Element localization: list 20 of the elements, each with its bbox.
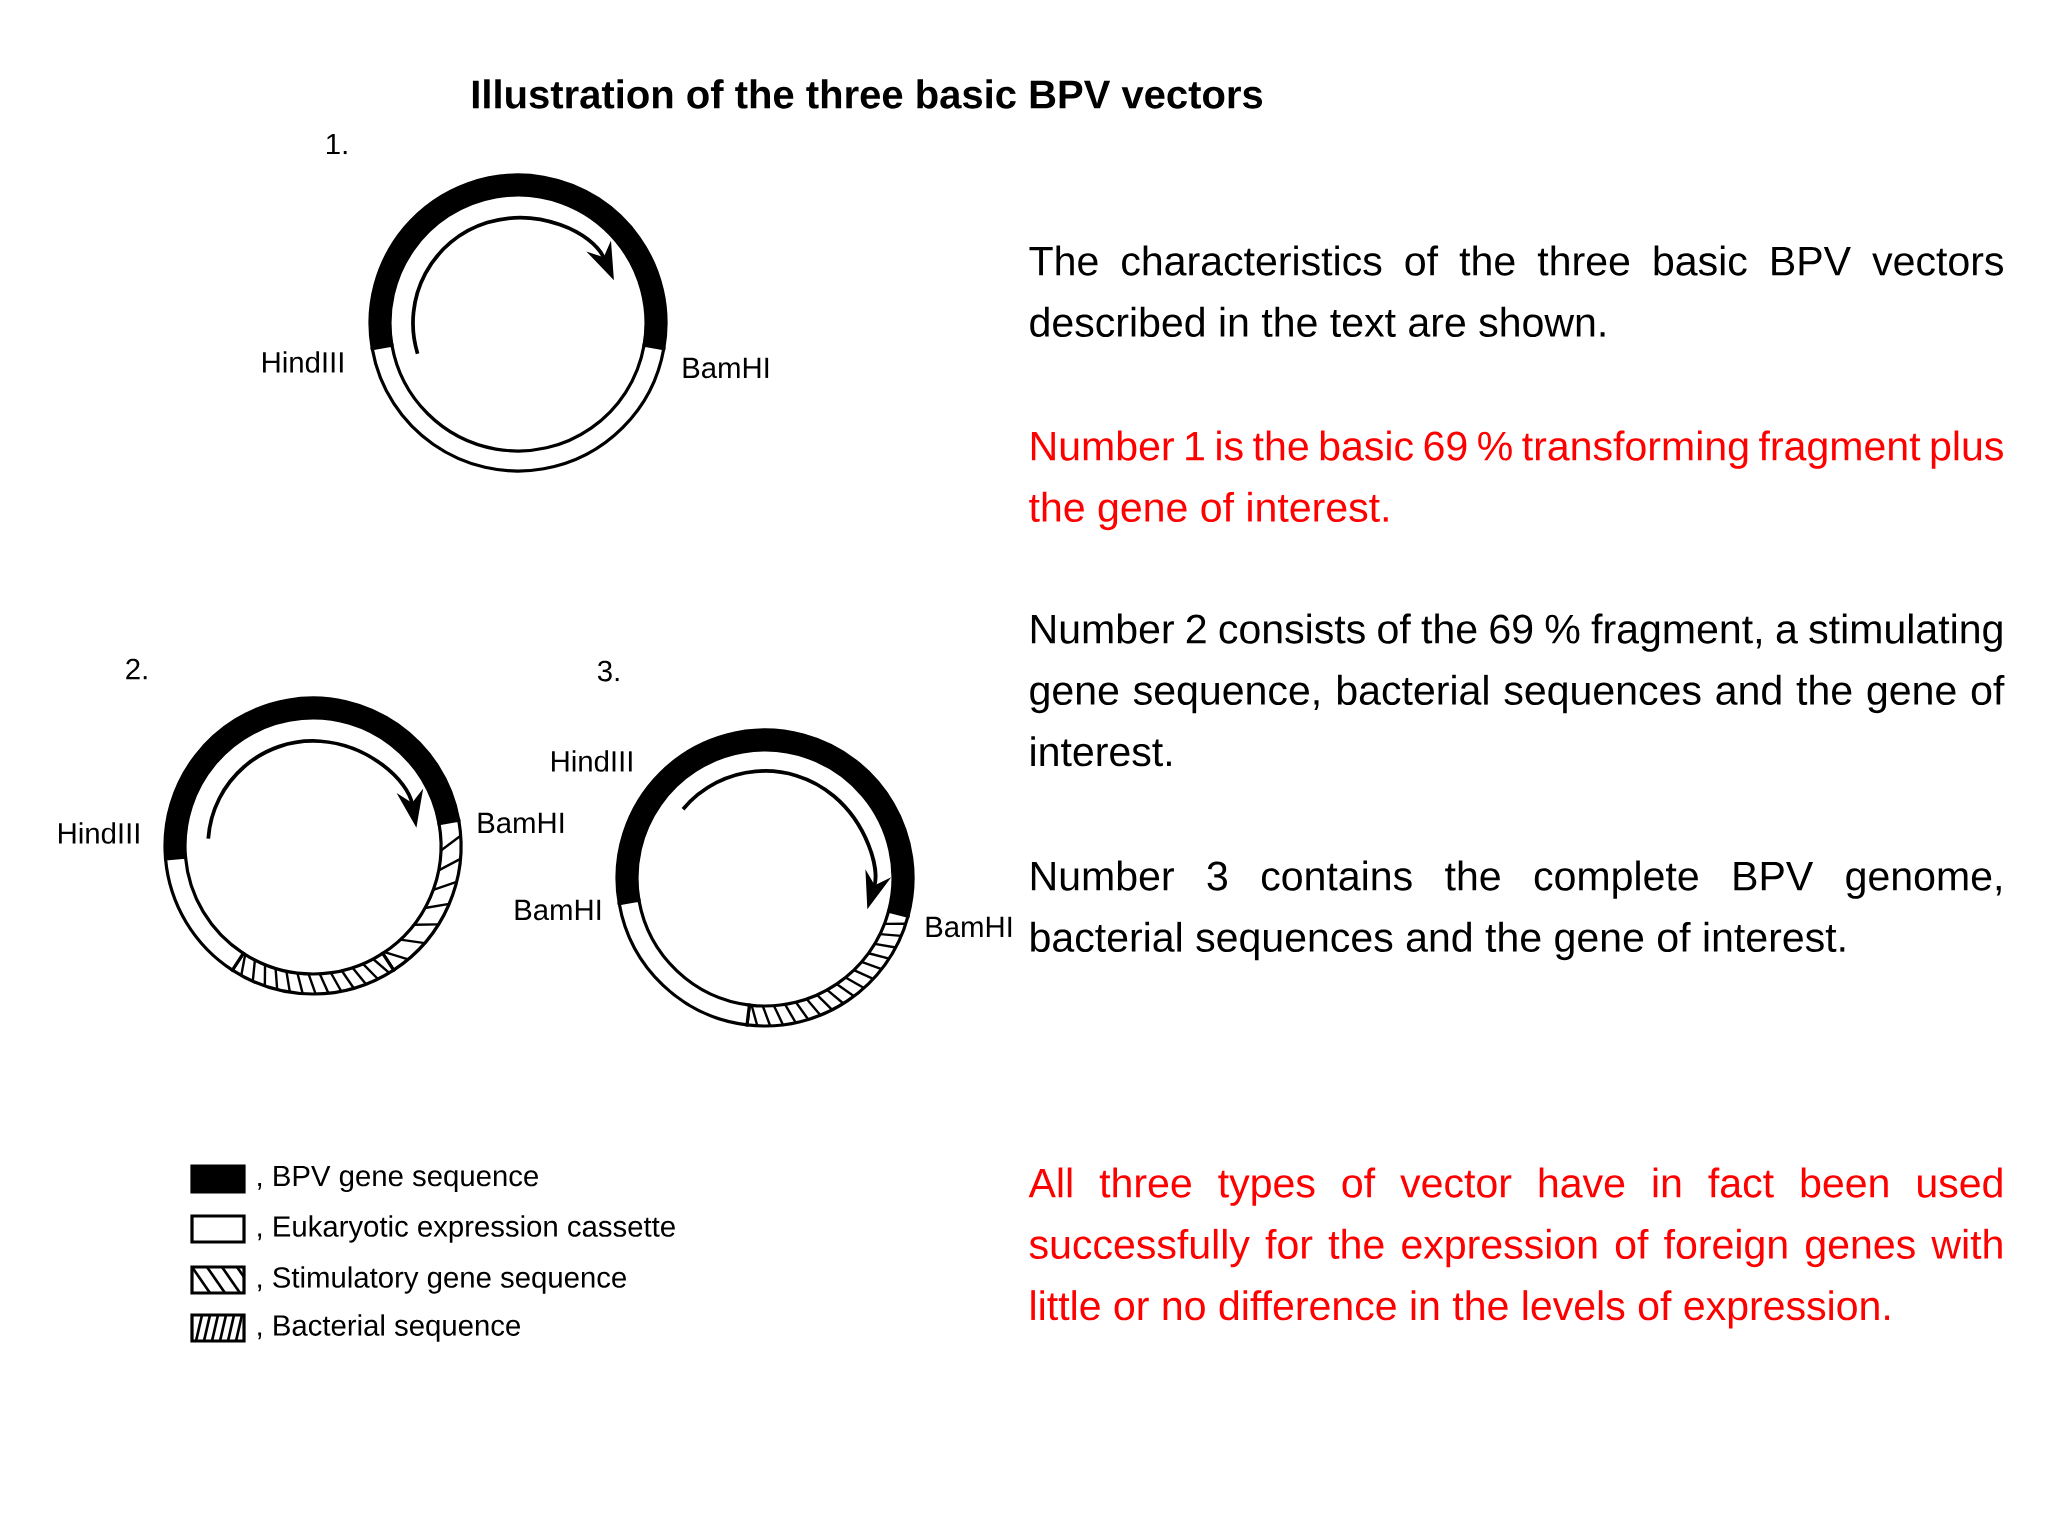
paragraph: Number 3 contains the complete BPV genome, bacterial sequences and the gene of interest. xyxy=(1031,860,2001,961)
paragraph: Number 1 is the basic 69 % transforming fragment plus the gene of interest. xyxy=(1029,430,2003,531)
legend-label: , Stimulatory gene sequence xyxy=(258,1266,626,1294)
title: Illustration of the three basic BPV vectors xyxy=(472,79,1263,109)
legend-label: , BPV gene sequence xyxy=(258,1165,538,1193)
site-label: BamHI xyxy=(478,812,564,834)
paragraph: Number 2 consists of the 69 % fragment, a stimulating gene sequence, bacterial sequences and the gene of interest. xyxy=(1030,613,2005,767)
legend-label: , Eukaryotic expression cassette xyxy=(258,1215,675,1243)
map-number: 1. xyxy=(327,133,347,155)
paragraph: The characteristics of the three basic BPV vectors described in the text are shown. xyxy=(1029,245,2003,338)
site-label: BamHI xyxy=(683,357,769,379)
paragraph: All three types of vector have in fact been used successfully for the expression of foreign genes with little or no difference in the levels of expression. xyxy=(1028,1167,2002,1329)
site-label: HindIII xyxy=(552,750,632,772)
site-label: BamHI xyxy=(515,899,601,921)
legend-label: , Bacterial sequence xyxy=(258,1314,520,1342)
site-label: HindIII xyxy=(263,351,343,373)
site-label: BamHI xyxy=(926,916,1012,938)
map-number: 3. xyxy=(597,660,619,682)
site-label: HindIII xyxy=(59,822,139,844)
map-number: 2. xyxy=(126,658,147,680)
